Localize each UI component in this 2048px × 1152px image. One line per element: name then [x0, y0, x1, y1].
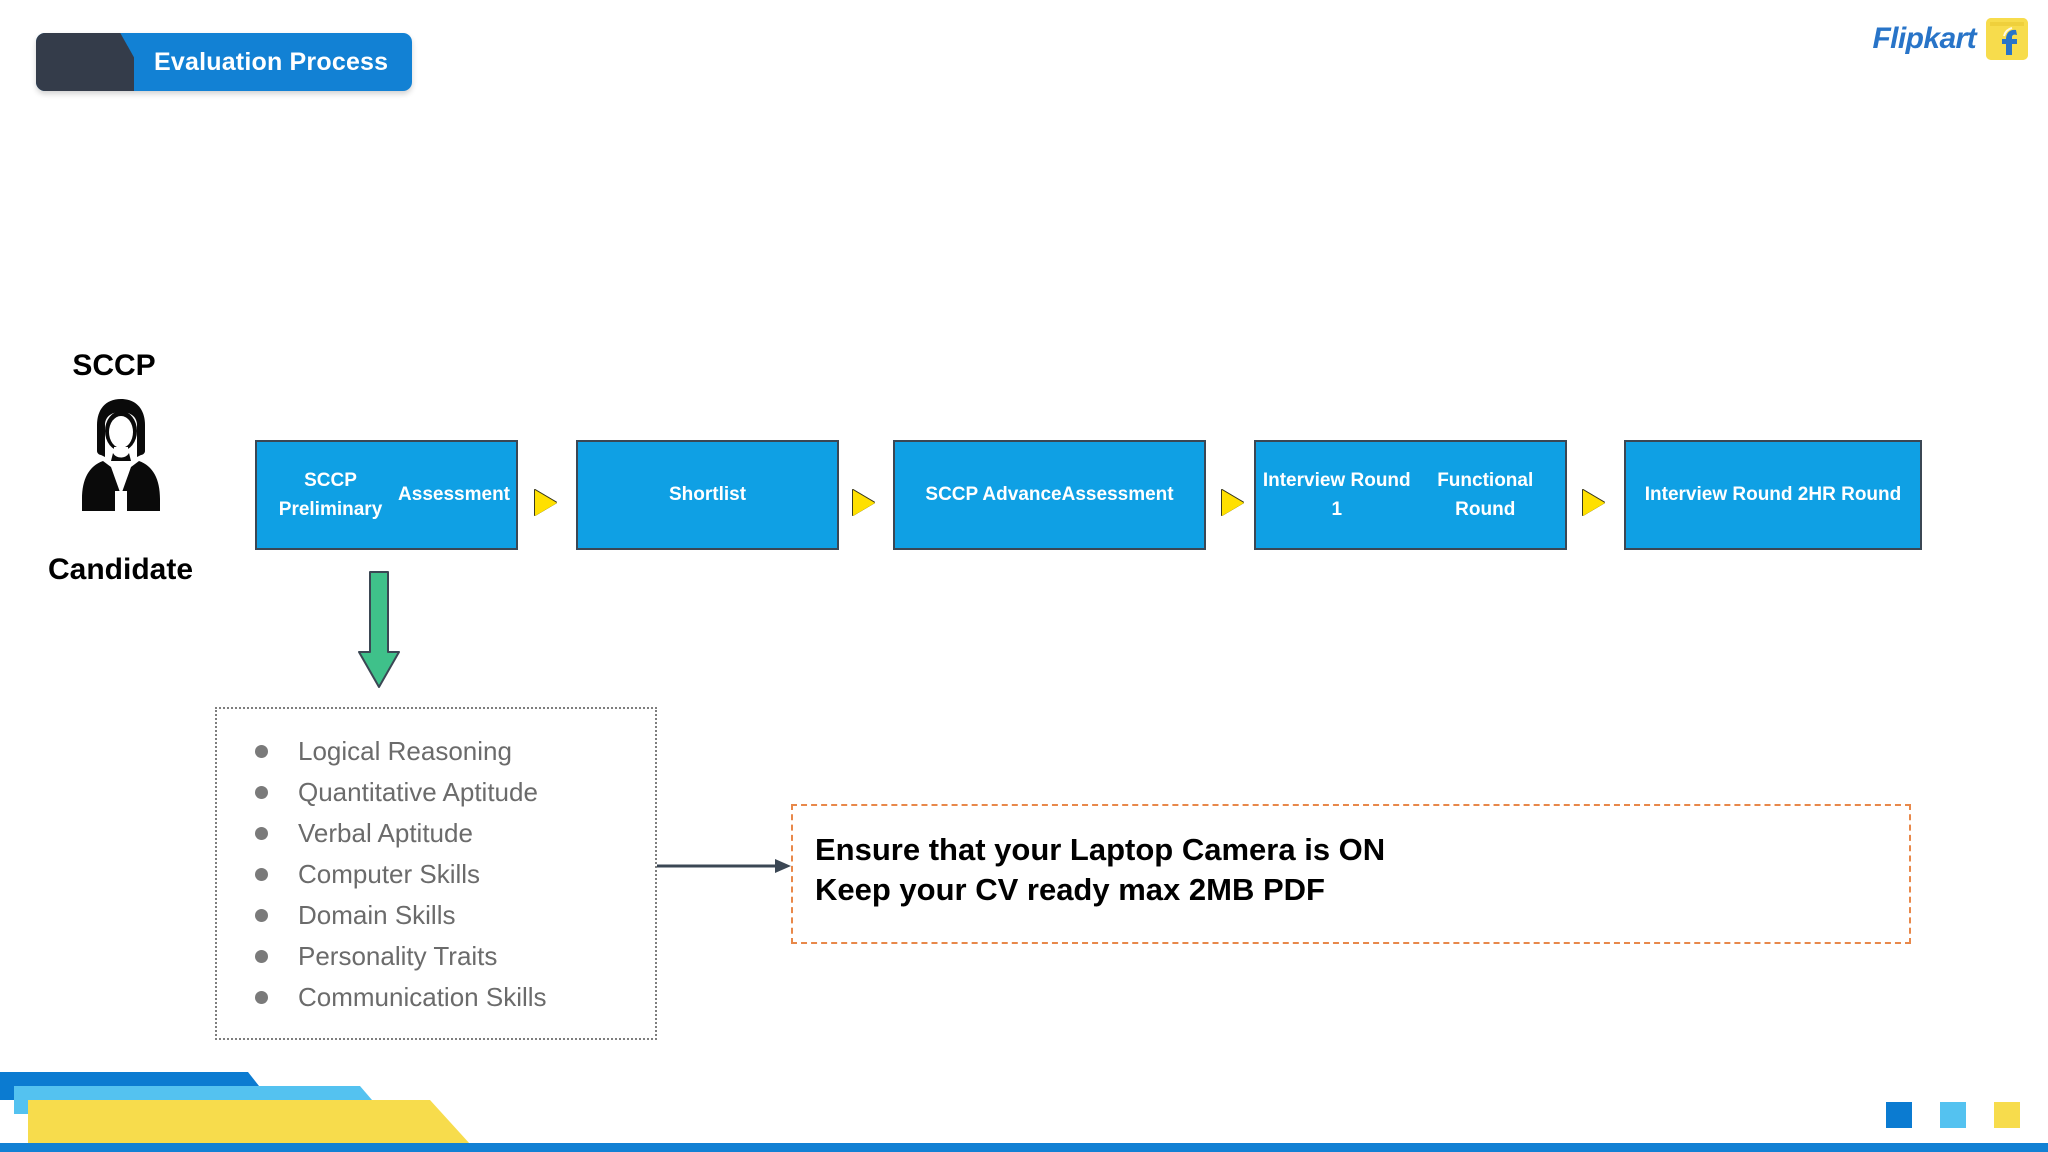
flipkart-f-bag-icon — [1986, 18, 2028, 60]
bullet-dot-icon — [255, 745, 268, 758]
bullet-dot-icon — [255, 786, 268, 799]
footer-square-3 — [1994, 1102, 2020, 1128]
skill-label: Quantitative Aptitude — [298, 777, 538, 807]
bullet-dot-icon — [255, 868, 268, 881]
triangle-right-icon-2 — [853, 490, 875, 516]
bullet-dot-icon — [255, 950, 268, 963]
skill-label: Logical Reasoning — [298, 736, 512, 766]
person-avatar-icon — [75, 395, 167, 515]
page-title: Evaluation Process — [154, 48, 389, 76]
callout-line-1: Ensure that your Laptop Camera is ON — [815, 832, 1386, 867]
bullet-dot-icon — [255, 991, 268, 1004]
candidate-caption: Candidate — [47, 553, 194, 586]
brand-name: Flipkart — [1872, 22, 1976, 55]
list-item: Communication Skills — [255, 977, 547, 1018]
footer-square-2 — [1940, 1102, 1966, 1128]
header-badge: Evaluation Process — [36, 33, 412, 91]
bullet-dot-icon — [255, 909, 268, 922]
footer-rule — [0, 1143, 2048, 1152]
callout-line-2: Keep your CV ready max 2MB PDF — [815, 871, 1325, 907]
list-item: Logical Reasoning — [255, 731, 547, 772]
footer-decoration — [0, 1052, 560, 1152]
footer-shape-yellow — [28, 1100, 470, 1144]
arrow-down-icon — [357, 570, 401, 690]
skill-label: Domain Skills — [298, 900, 456, 930]
header-badge-tab-shape — [36, 33, 134, 91]
skill-label: Personality Traits — [298, 941, 498, 971]
list-item: Quantitative Aptitude — [255, 772, 547, 813]
footer-squares — [1886, 1102, 2020, 1128]
list-item: Verbal Aptitude — [255, 813, 547, 854]
list-item: Domain Skills — [255, 895, 547, 936]
flow-step-2: Shortlist — [576, 440, 839, 550]
list-item: Personality Traits — [255, 936, 547, 977]
list-item: Computer Skills — [255, 854, 547, 895]
triangle-right-icon-4 — [1583, 490, 1605, 516]
callout-box: Ensure that your Laptop Camera is ON Kee… — [791, 804, 1911, 944]
brand-logo: Flipkart — [1872, 18, 2028, 60]
footer-square-1 — [1886, 1102, 1912, 1128]
skill-label: Computer Skills — [298, 859, 481, 889]
arrow-right-icon — [657, 856, 792, 876]
candidate-title: SCCP — [72, 349, 156, 382]
triangle-right-icon-3 — [1222, 490, 1244, 516]
triangle-right-icon-1 — [535, 490, 557, 516]
skill-label: Verbal Aptitude — [298, 818, 473, 848]
skill-label: Communication Skills — [298, 982, 547, 1012]
bullet-dot-icon — [255, 827, 268, 840]
